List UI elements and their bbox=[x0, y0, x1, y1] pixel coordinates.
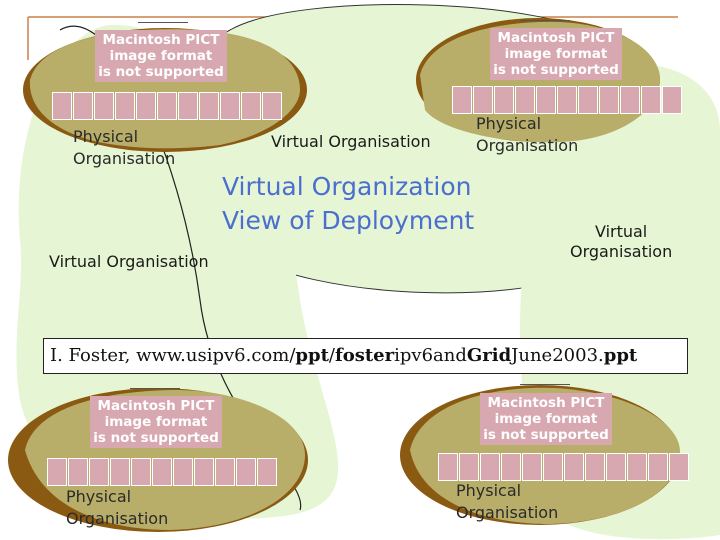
mini-image-placeholder bbox=[257, 458, 277, 486]
mini-image-placeholder bbox=[564, 453, 584, 481]
citation-bold-2: foster bbox=[334, 345, 395, 366]
placeholder-text-1: Macintosh PICT bbox=[497, 30, 615, 46]
placeholder-text-2: image format bbox=[109, 48, 213, 64]
organisation-label: Organisation bbox=[456, 503, 559, 522]
mini-image-placeholder bbox=[459, 453, 479, 481]
citation-bold-1: ppt bbox=[295, 345, 329, 366]
placeholder-text-1: Macintosh PICT bbox=[102, 32, 220, 48]
mini-image-placeholder bbox=[131, 458, 151, 486]
mini-image-placeholder bbox=[152, 458, 172, 486]
organisation-label: Organisation bbox=[476, 136, 579, 155]
mini-image-placeholder bbox=[515, 86, 535, 114]
mini-image-placeholder bbox=[501, 453, 521, 481]
mini-image-placeholder bbox=[578, 86, 598, 114]
mini-image-placeholder bbox=[606, 453, 626, 481]
physical-org-label-top-right: Physical Organisation bbox=[476, 113, 578, 157]
mini-image-placeholder bbox=[52, 92, 72, 120]
mini-image-placeholder bbox=[620, 86, 640, 114]
virtual-org-label-right: Virtual Organisation bbox=[570, 222, 672, 262]
mini-image-placeholder bbox=[480, 453, 500, 481]
mini-image-placeholder bbox=[599, 86, 619, 114]
mini-image-placeholder bbox=[94, 92, 114, 120]
organisation-label: Organisation bbox=[73, 149, 176, 168]
mini-image-placeholder bbox=[157, 92, 177, 120]
mini-image-placeholder bbox=[438, 453, 458, 481]
mini-image-placeholder bbox=[662, 86, 682, 114]
pict-caption-line bbox=[520, 384, 570, 385]
placeholder-text-2: image format bbox=[504, 46, 608, 62]
mini-image-placeholder bbox=[648, 453, 668, 481]
mini-image-placeholder bbox=[641, 86, 661, 114]
physical-label: Physical bbox=[66, 487, 132, 506]
mini-image-placeholder bbox=[68, 458, 88, 486]
placeholder-text-2: image format bbox=[494, 411, 598, 427]
mini-image-placeholder bbox=[585, 453, 605, 481]
mini-image-placeholder bbox=[110, 458, 130, 486]
title-line-1: Virtual Organization bbox=[222, 172, 472, 201]
mini-image-placeholder bbox=[536, 86, 556, 114]
mini-image-placeholder bbox=[199, 92, 219, 120]
mini-image-placeholder bbox=[194, 458, 214, 486]
mini-image-placeholder bbox=[173, 458, 193, 486]
mini-image-placeholder bbox=[115, 92, 135, 120]
mini-image-placeholder bbox=[452, 86, 472, 114]
mini-image-placeholder bbox=[178, 92, 198, 120]
placeholder-text-1: Macintosh PICT bbox=[487, 395, 605, 411]
image-placeholder-top-right: Macintosh PICT image format is not suppo… bbox=[490, 28, 622, 80]
image-placeholder-top-left: Macintosh PICT image format is not suppo… bbox=[95, 30, 227, 82]
image-placeholder-bottom-left: Macintosh PICT image format is not suppo… bbox=[90, 396, 222, 448]
placeholder-text-3: is not supported bbox=[493, 62, 619, 78]
virtual-org-label-top: Virtual Organisation bbox=[271, 132, 431, 151]
pict-caption-line bbox=[130, 388, 180, 389]
physical-label: Physical bbox=[73, 127, 139, 146]
mini-image-placeholder bbox=[236, 458, 256, 486]
diagram-title: Virtual Organization View of Deployment bbox=[222, 170, 474, 238]
citation-box: I. Foster, www.usipv6.com/ppt/fosteripv6… bbox=[43, 338, 688, 374]
mini-image-placeholder bbox=[47, 458, 67, 486]
citation-bold-3: Grid bbox=[466, 345, 512, 366]
physical-label: Physical bbox=[456, 481, 522, 500]
citation-prefix: I. Foster, www.usipv6.com/ bbox=[50, 345, 296, 366]
mini-image-placeholder bbox=[73, 92, 93, 120]
mini-image-placeholder bbox=[557, 86, 577, 114]
placeholder-text-1: Macintosh PICT bbox=[97, 398, 215, 414]
pict-caption-line bbox=[520, 20, 570, 21]
mini-image-placeholder bbox=[136, 92, 156, 120]
mini-image-placeholder bbox=[627, 453, 647, 481]
placeholder-text-2: image format bbox=[104, 414, 208, 430]
mini-image-placeholder bbox=[89, 458, 109, 486]
virtual-label: Virtual bbox=[594, 222, 648, 241]
mini-image-placeholder bbox=[241, 92, 261, 120]
citation-bold-4: ppt bbox=[603, 345, 638, 366]
organisation-label: Organisation bbox=[570, 242, 673, 261]
citation-separator: / bbox=[328, 345, 335, 366]
physical-label: Physical bbox=[476, 114, 542, 133]
organisation-label: Organisation bbox=[66, 509, 169, 528]
pict-caption-line bbox=[138, 22, 188, 23]
mini-image-placeholder bbox=[494, 86, 514, 114]
mini-image-placeholder bbox=[522, 453, 542, 481]
mini-image-placeholder bbox=[215, 458, 235, 486]
placeholder-text-3: is not supported bbox=[93, 430, 219, 446]
physical-org-label-bottom-left: Physical Organisation bbox=[66, 486, 168, 530]
mini-image-placeholder bbox=[220, 92, 240, 120]
mini-image-placeholder bbox=[669, 453, 689, 481]
placeholder-text-3: is not supported bbox=[98, 64, 224, 80]
placeholder-text-3: is not supported bbox=[483, 427, 609, 443]
image-placeholder-bottom-right: Macintosh PICT image format is not suppo… bbox=[480, 393, 612, 445]
physical-org-label-top-left: Physical Organisation bbox=[73, 126, 175, 170]
mini-image-placeholder bbox=[543, 453, 563, 481]
virtual-org-label-left: Virtual Organisation bbox=[49, 252, 209, 271]
citation-middle: ipv6and bbox=[394, 345, 467, 366]
title-line-2: View of Deployment bbox=[222, 206, 475, 235]
citation-after: June2003. bbox=[511, 345, 604, 366]
mini-image-placeholder bbox=[473, 86, 493, 114]
physical-org-label-bottom-right: Physical Organisation bbox=[456, 480, 558, 524]
mini-image-placeholder bbox=[262, 92, 282, 120]
